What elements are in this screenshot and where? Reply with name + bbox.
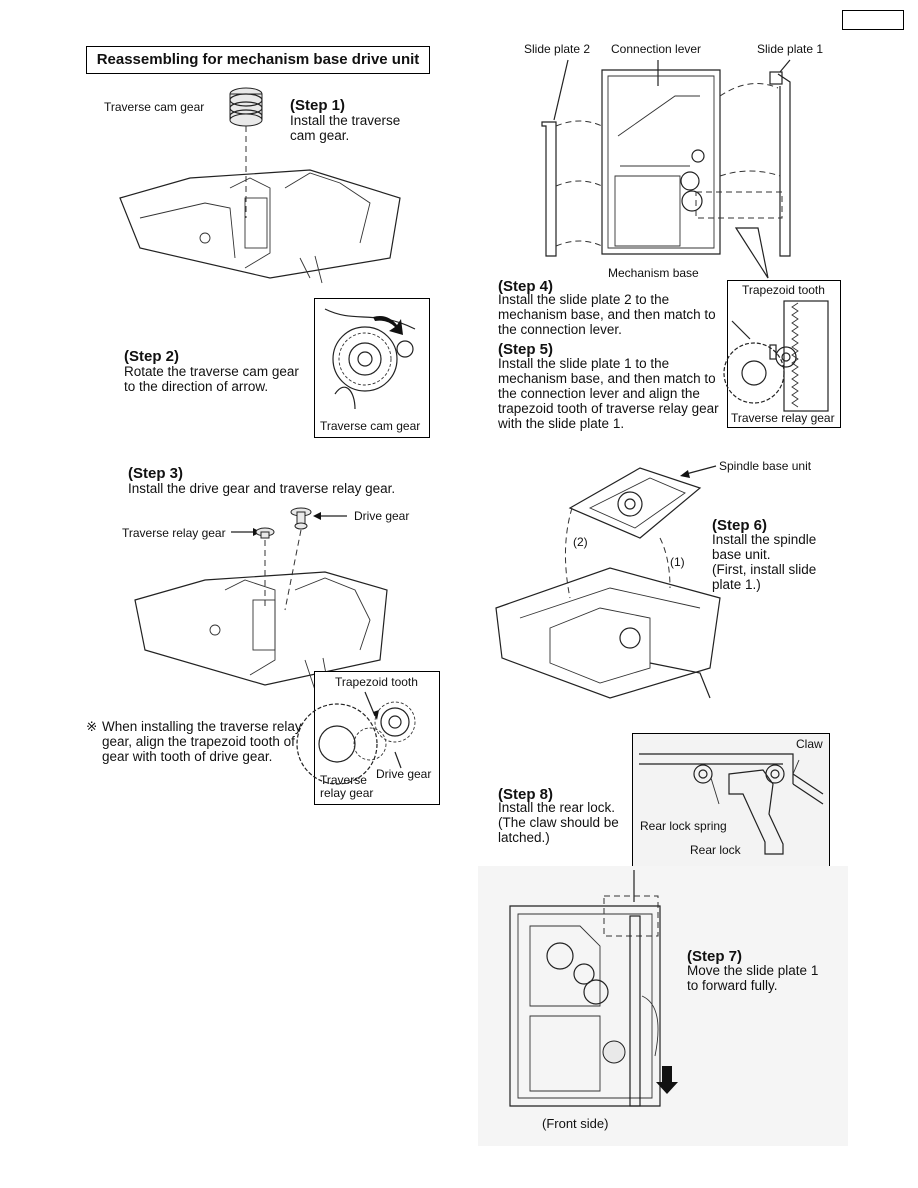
trapezoid-tooth-label-b: Trapezoid tooth: [742, 283, 825, 297]
slide-plate-2-label: Slide plate 2: [524, 42, 591, 56]
traverse-relay-gear-label-b1: Traverse: [320, 773, 367, 787]
marker-1: (1): [670, 555, 685, 569]
rear-lock-icon: [639, 753, 824, 855]
step3-body: Install the drive gear and traverse rela…: [128, 481, 396, 496]
step7-body: Move the slide plate 1 to forward fully.: [687, 963, 819, 993]
connection-lever-label: Connection lever: [611, 42, 702, 56]
rear-lock-label: Rear lock: [690, 843, 741, 857]
step7-heading: (Step 7): [687, 948, 743, 965]
step1-heading: (Step 1): [290, 97, 346, 114]
claw-label: Claw: [796, 737, 823, 751]
drive-gear-label-b: Drive gear: [376, 767, 432, 781]
slide-plate-1-label: Slide plate 1: [757, 42, 824, 56]
step8-heading: (Step 8): [498, 786, 554, 803]
step1-body: Install the traverse cam gear.: [290, 113, 401, 143]
mechanism-base-label: Mechanism base: [608, 266, 699, 280]
step5-detail-panel: [723, 280, 841, 428]
traverse-relay-gear-label-b2: relay gear: [320, 786, 374, 800]
step2-body: Rotate the traverse cam gear to the dire…: [124, 364, 299, 394]
step6-body: Install the spindle base unit. (First, i…: [712, 532, 817, 592]
step3-illustration: [134, 507, 388, 691]
step1-illustration: [119, 87, 401, 284]
spindle-base-unit-label: Spindle base unit: [719, 459, 812, 473]
mechanism-base-illustration: [541, 59, 791, 279]
trapezoid-tooth-mesh-icon: [296, 691, 416, 785]
traverse-cam-gear-label: Traverse cam gear: [104, 100, 205, 114]
front-side-label: (Front side): [542, 1116, 609, 1131]
slide-plate-rack-icon: [723, 300, 829, 412]
section-title: Reassembling for mechanism base drive un…: [86, 46, 430, 74]
note-symbol: ※: [86, 719, 98, 734]
step4-heading: (Step 4): [498, 278, 554, 295]
step3-detail-panel: [296, 671, 440, 805]
traverse-cam-gear-detail-label: Traverse cam gear: [320, 419, 421, 433]
step8-detail-panel: [632, 733, 830, 875]
trapezoid-tooth-label-a: Trapezoid tooth: [335, 675, 418, 689]
page-number-box: [842, 10, 904, 30]
traverse-cam-gear-rotate-icon: [324, 308, 416, 410]
drive-gear-label: Drive gear: [354, 509, 410, 523]
rear-lock-spring-label: Rear lock spring: [640, 819, 727, 833]
traverse-relay-gear-label: Traverse relay gear: [122, 526, 226, 540]
step4-body: Install the slide plate 2 to the mechani…: [498, 292, 716, 337]
spindle-base-unit-illustration: [495, 465, 721, 699]
traverse-relay-gear-label-c: Traverse relay gear: [731, 411, 835, 425]
step5-heading: (Step 5): [498, 341, 554, 358]
traverse-cam-gear-icon: [229, 87, 263, 127]
step6-heading: (Step 6): [712, 517, 768, 534]
marker-2: (2): [573, 535, 588, 549]
step7-illustration: [509, 870, 678, 1107]
step2-detail-panel: [314, 298, 430, 438]
step5-body: Install the slide plate 1 to the mechani…: [498, 356, 719, 431]
note-text: When installing the traverse relay gear,…: [102, 719, 302, 764]
drive-gear-icon: [290, 507, 312, 530]
traverse-relay-gear-icon: [255, 527, 275, 539]
step3-heading: (Step 3): [128, 465, 184, 482]
step8-body: Install the rear lock. (The claw should …: [498, 800, 619, 845]
step2-heading: (Step 2): [124, 348, 180, 365]
